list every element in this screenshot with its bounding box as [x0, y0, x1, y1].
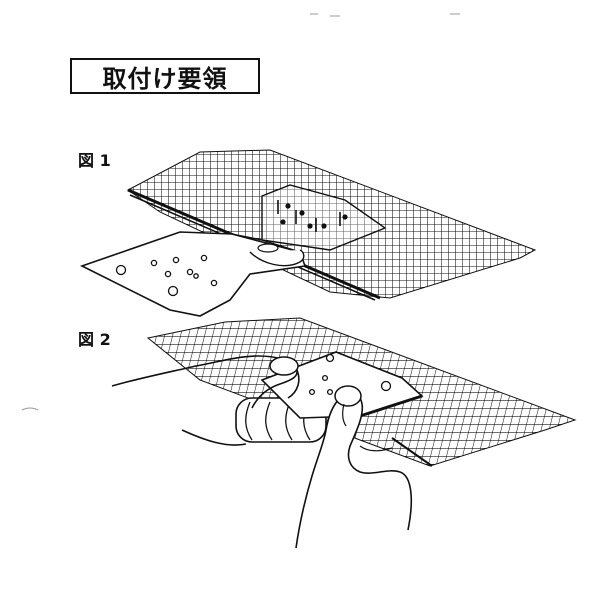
figure-1-illustration	[79, 149, 537, 317]
repair-plate-front	[79, 231, 307, 317]
figure-2-label: 図 2	[78, 330, 111, 349]
figure-1-label: 図 1	[78, 151, 111, 170]
scan-specks	[21, 13, 460, 411]
page-title: 取付け要領	[70, 58, 260, 94]
figure-2-illustration	[111, 317, 577, 549]
plate-back-pins	[277, 200, 348, 232]
repair-plate-2	[260, 351, 424, 419]
right-hand-icon	[295, 385, 413, 549]
